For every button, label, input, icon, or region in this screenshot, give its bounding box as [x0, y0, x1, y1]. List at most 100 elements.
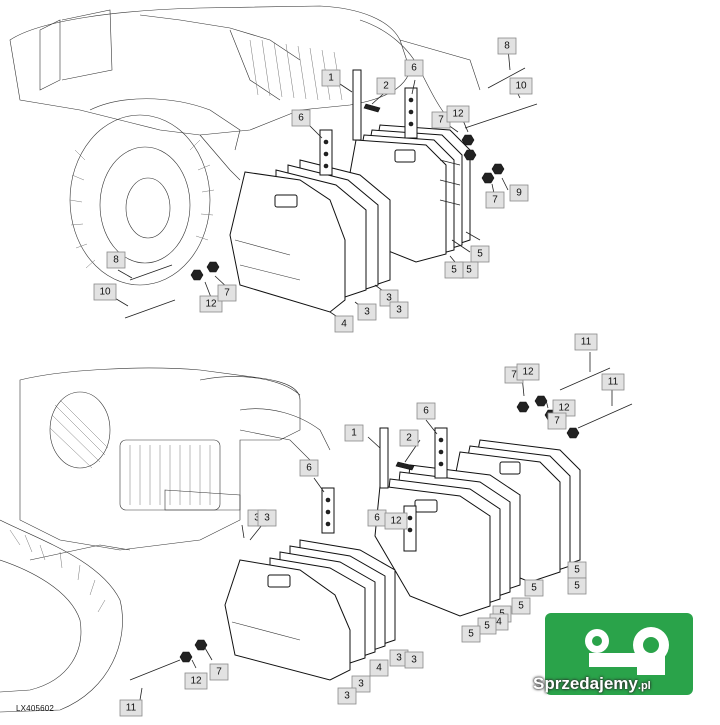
callout-number: 5 — [451, 265, 457, 276]
callout-12: 12 — [384, 512, 408, 530]
callout-5: 5 — [470, 245, 490, 263]
callout-10: 10 — [509, 77, 533, 95]
callout-3: 3 — [337, 687, 357, 705]
callout-number: 7 — [511, 370, 517, 381]
callout-number: 12 — [190, 676, 202, 687]
callout-number: 2 — [406, 433, 412, 444]
callout-number: 10 — [515, 81, 527, 92]
callout-3: 3 — [357, 303, 377, 321]
callout-number: 11 — [126, 703, 137, 714]
callout-number: 9 — [516, 188, 522, 199]
callout-number: 12 — [390, 516, 402, 527]
callout-5: 5 — [567, 577, 587, 595]
callout-number: 2 — [383, 81, 389, 92]
callout-3: 3 — [257, 509, 277, 527]
callout-6: 6 — [416, 402, 436, 420]
callout-number: 7 — [554, 416, 560, 427]
callout-number: 3 — [386, 293, 392, 304]
callout-2: 2 — [376, 77, 396, 95]
callout-6: 6 — [299, 459, 319, 477]
callout-number: 5 — [531, 583, 537, 594]
callout-2: 2 — [399, 429, 419, 447]
callout-12: 12 — [446, 105, 470, 123]
callout-4: 4 — [369, 659, 389, 677]
callout-number: 7 — [224, 288, 230, 299]
callout-number: 11 — [608, 377, 619, 388]
callout-number: 3 — [364, 307, 370, 318]
callout-5: 5 — [567, 561, 587, 579]
weight-stack-top-right — [345, 124, 471, 263]
callout-3: 3 — [389, 301, 409, 319]
callout-7: 7 — [547, 412, 567, 430]
callout-number: 8 — [113, 255, 119, 266]
watermark-tld: .pl — [637, 680, 651, 692]
callout-12: 12 — [184, 672, 208, 690]
callout-number: 7 — [492, 195, 498, 206]
callout-number: 5 — [466, 265, 472, 276]
callout-7: 7 — [485, 191, 505, 209]
callout-number: 6 — [298, 113, 304, 124]
callout-number: 4 — [376, 663, 382, 674]
callout-12: 12 — [199, 295, 223, 313]
callout-6: 6 — [404, 59, 424, 77]
callout-number: 3 — [254, 513, 260, 524]
callout-number: 12 — [558, 403, 570, 414]
weight-stack-top-left — [229, 159, 391, 313]
support-bar-1-bottom — [379, 427, 389, 489]
callout-number: 5 — [574, 581, 580, 592]
callout-number: 10 — [99, 287, 111, 298]
callout-10: 10 — [93, 283, 117, 301]
callout-8: 8 — [497, 37, 517, 55]
callout-5: 5 — [444, 261, 464, 279]
callout-5: 5 — [511, 597, 531, 615]
callout-number: 3 — [396, 305, 402, 316]
support-bar-1 — [352, 69, 362, 141]
callout-5: 5 — [477, 617, 497, 635]
callout-number: 5 — [518, 601, 524, 612]
callout-number: 3 — [264, 513, 270, 524]
watermark-wordmark: Sprzedajemy.pl — [533, 674, 651, 694]
callout-7: 7 — [217, 284, 237, 302]
callout-number: 4 — [496, 617, 502, 628]
callout-number: 12 — [452, 109, 464, 120]
tractor-outline-bottom — [0, 367, 331, 713]
callout-11: 11 — [574, 333, 598, 351]
weight-stack-bottom-left — [224, 539, 396, 681]
callout-number: 12 — [522, 367, 534, 378]
callout-number: 6 — [374, 513, 380, 524]
callout-number: 6 — [411, 63, 417, 74]
callout-number: 1 — [351, 428, 357, 439]
callout-number: 1 — [328, 73, 334, 84]
callout-5: 5 — [461, 625, 481, 643]
tractor-logo-icon — [585, 627, 669, 675]
weight-stack-bottom-middle — [374, 464, 521, 617]
callout-number: 6 — [423, 406, 429, 417]
callout-7: 7 — [209, 663, 229, 681]
watermark-brand: Sprzedajemy — [533, 674, 638, 693]
callout-number: 3 — [411, 655, 417, 666]
callout-6: 6 — [291, 109, 311, 127]
callout-number: 6 — [306, 463, 312, 474]
callout-3: 3 — [404, 651, 424, 669]
callout-9: 9 — [509, 184, 529, 202]
callout-3: 3 — [351, 675, 371, 693]
callout-1: 1 — [344, 424, 364, 442]
brackets-top — [107, 47, 538, 323]
drawing-reference-code: LX405602 — [16, 704, 55, 713]
callout-number: 5 — [477, 249, 483, 260]
callout-number: 11 — [581, 337, 592, 348]
callout-11: 11 — [119, 699, 143, 717]
tractor-outline-top — [9, 5, 481, 286]
callout-1: 1 — [321, 69, 341, 87]
callout-11: 11 — [601, 373, 625, 391]
callout-number: 5 — [574, 565, 580, 576]
callout-number: 3 — [344, 691, 350, 702]
watermark-logo — [545, 613, 693, 695]
callout-5: 5 — [524, 579, 544, 597]
callout-number: 3 — [396, 653, 402, 664]
callout-number: 5 — [468, 629, 474, 640]
callout-number: 7 — [438, 115, 444, 126]
